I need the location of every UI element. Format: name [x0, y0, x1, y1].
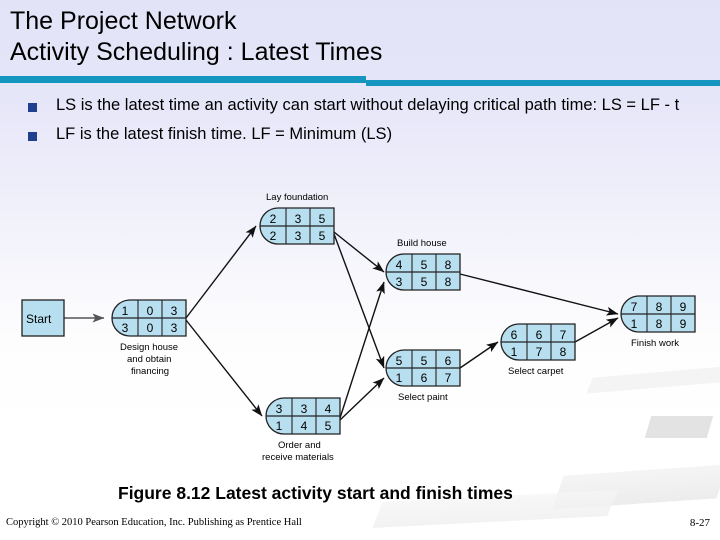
- cell-value: 1: [511, 345, 518, 359]
- bullet-list: LS is the latest time an activity can st…: [26, 94, 698, 152]
- node-design-house: 1 0 3 3 0 3 Design house and obtain fina…: [111, 299, 187, 377]
- node-label: Finish work: [631, 338, 679, 349]
- cell-value: 0: [147, 321, 154, 335]
- cell-value: 5: [319, 229, 326, 243]
- node-label: Design house: [120, 342, 178, 353]
- edge-order-materials-build-house: [339, 281, 385, 419]
- figure-caption: Figure 8.12 Latest activity start and fi…: [118, 483, 513, 503]
- square-bullet-icon: [28, 103, 37, 112]
- edge-select-paint-select-carpet: [459, 341, 499, 369]
- node-order-materials: 3 3 4 1 4 5 Order and receive materials: [262, 397, 341, 463]
- node-start: Start: [21, 299, 65, 337]
- cell-value: 1: [276, 419, 283, 433]
- node-label: Select carpet: [508, 366, 564, 377]
- cell-value: 6: [445, 354, 452, 368]
- square-bullet-icon: [28, 132, 37, 141]
- cell-value: 3: [276, 402, 283, 416]
- cell-value: 2: [270, 229, 277, 243]
- cell-value: 8: [656, 317, 663, 331]
- bullet-text: LF is the latest finish time. LF = Minim…: [56, 125, 393, 143]
- cell-value: 8: [445, 275, 452, 289]
- node-select-paint: 5 5 6 1 6 7 Select paint: [385, 349, 461, 403]
- cell-value: 5: [325, 419, 332, 433]
- bullet-text: LS is the latest time an activity can st…: [56, 96, 680, 114]
- title-line-1: The Project Network: [10, 7, 237, 35]
- node-finish-work: 7 8 9 1 8 9 Finish work: [620, 295, 696, 349]
- cell-value: 1: [122, 304, 129, 318]
- start-label: Start: [26, 312, 52, 326]
- node-label: financing: [131, 366, 169, 377]
- cell-value: 8: [445, 258, 452, 272]
- node-label: receive materials: [262, 452, 334, 463]
- cell-value: 7: [445, 371, 452, 385]
- cell-value: 7: [536, 345, 543, 359]
- cell-value: 8: [560, 345, 567, 359]
- edge-lay-foundation-select-paint: [333, 233, 385, 369]
- cell-value: 6: [511, 328, 518, 342]
- cell-value: 0: [147, 304, 154, 318]
- cell-value: 5: [421, 354, 428, 368]
- node-label: Select paint: [398, 392, 448, 403]
- node-label: Order and: [278, 440, 321, 451]
- cell-value: 3: [122, 321, 129, 335]
- cell-value: 2: [270, 212, 277, 226]
- edge-build-house-finish-work: [459, 273, 619, 316]
- edge-design-order-materials: [185, 319, 263, 417]
- cell-value: 3: [301, 402, 308, 416]
- accent-rule-left: [0, 76, 366, 83]
- node-label: and obtain: [127, 354, 171, 365]
- edge-design-lay-foundation: [185, 225, 257, 319]
- project-network-diagram: Start 1 0 3 3 0 3 Design house and obtai…: [0, 172, 720, 482]
- edge-lay-foundation-build-house: [333, 231, 385, 273]
- cell-value: 6: [536, 328, 543, 342]
- cell-value: 9: [680, 300, 687, 314]
- cell-value: 5: [421, 275, 428, 289]
- cell-value: 4: [301, 419, 308, 433]
- node-label: Build house: [397, 238, 447, 249]
- cell-value: 3: [396, 275, 403, 289]
- title-line-2: Activity Scheduling : Latest Times: [10, 38, 383, 66]
- list-item: LF is the latest finish time. LF = Minim…: [26, 123, 698, 146]
- page-number: 8-27: [689, 517, 710, 529]
- cell-value: 5: [319, 212, 326, 226]
- cell-value: 4: [396, 258, 403, 272]
- cell-value: 1: [631, 317, 638, 331]
- cell-value: 3: [171, 304, 178, 318]
- cell-value: 8: [656, 300, 663, 314]
- cell-value: 7: [631, 300, 638, 314]
- cell-value: 5: [396, 354, 403, 368]
- slide-title: The Project Network Activity Scheduling …: [10, 6, 710, 68]
- edge-order-materials-select-paint: [339, 377, 385, 421]
- cell-value: 9: [680, 317, 687, 331]
- cell-value: 3: [171, 321, 178, 335]
- cell-value: 6: [421, 371, 428, 385]
- cell-value: 3: [295, 229, 302, 243]
- cell-value: 3: [295, 212, 302, 226]
- node-lay-foundation: 2 3 5 2 3 5 Lay foundation: [259, 192, 335, 245]
- node-select-carpet: 6 6 7 1 7 8 Select carpet: [500, 323, 576, 377]
- node-build-house: 4 5 8 3 5 8 Build house: [385, 238, 461, 291]
- cell-value: 4: [325, 402, 332, 416]
- copyright-notice: Copyright © 2010 Pearson Education, Inc.…: [6, 517, 302, 528]
- node-label: Lay foundation: [266, 192, 328, 203]
- edge-select-carpet-finish-work: [574, 317, 619, 343]
- cell-value: 5: [421, 258, 428, 272]
- cell-value: 7: [560, 328, 567, 342]
- list-item: LS is the latest time an activity can st…: [26, 94, 698, 117]
- accent-rule-right: [366, 80, 720, 86]
- cell-value: 1: [396, 371, 403, 385]
